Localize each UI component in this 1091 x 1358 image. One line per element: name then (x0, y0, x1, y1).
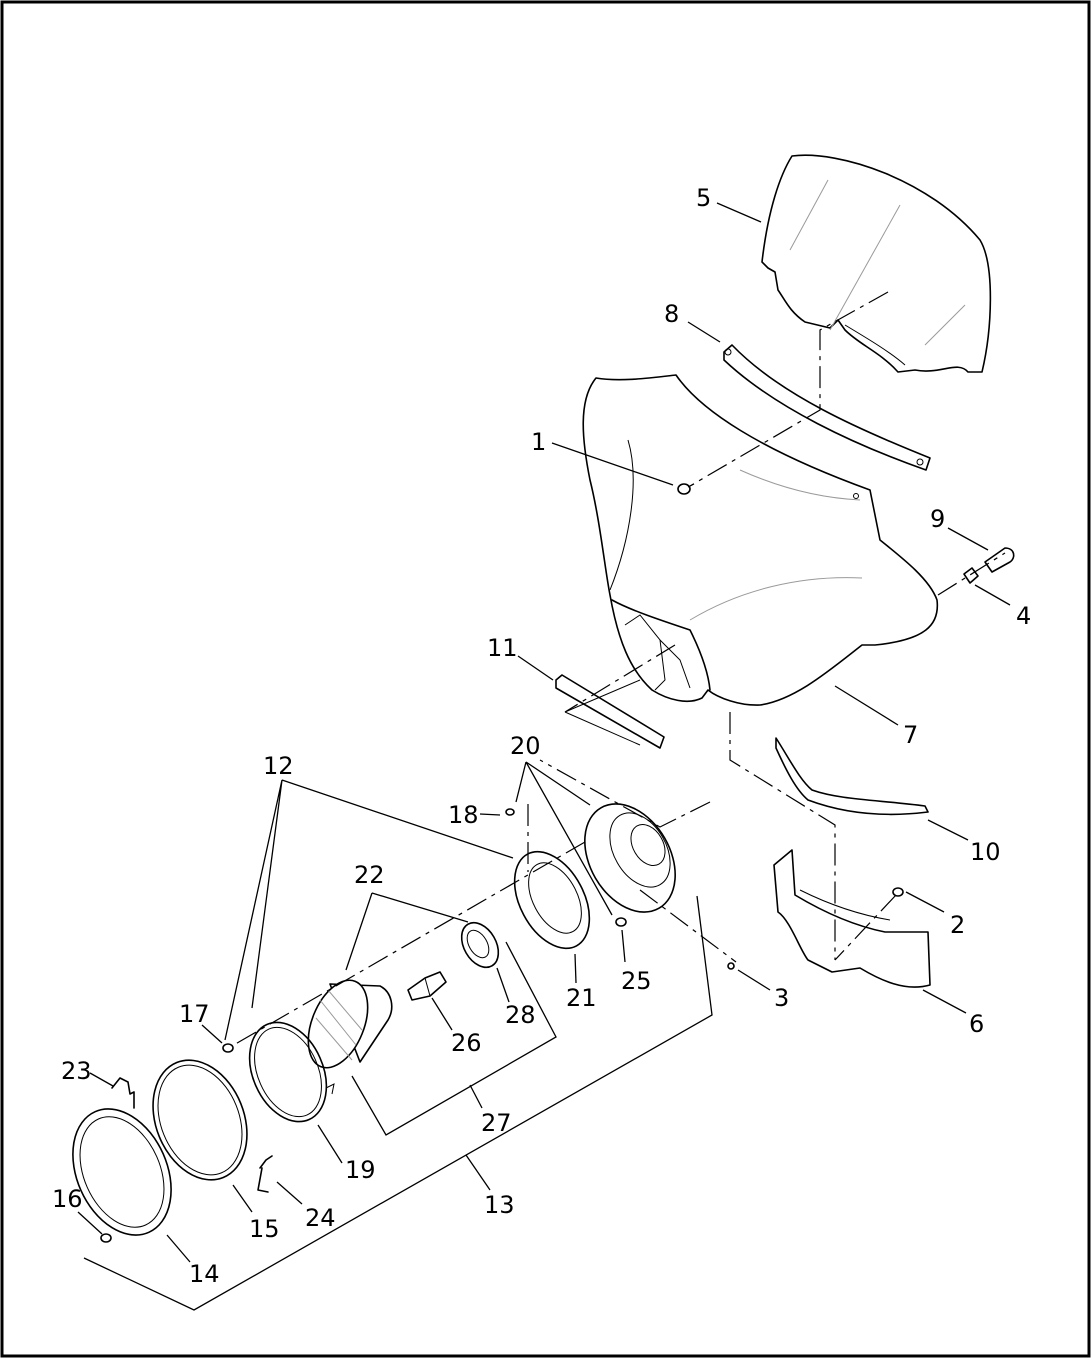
callout-23: 23 (61, 1057, 92, 1085)
trim-outline (564, 679, 641, 746)
callout-24: 24 (305, 1204, 336, 1232)
callout-12: 12 (263, 752, 294, 780)
screw-3 (727, 962, 735, 970)
callout-13: 13 (484, 1191, 515, 1219)
clip (111, 1077, 135, 1109)
seal-ring (152, 1059, 248, 1181)
callout-8: 8 (664, 300, 679, 328)
bulb (407, 971, 447, 1001)
callout-11: 11 (487, 634, 518, 662)
trim-strip (723, 344, 931, 471)
callout-14: 14 (189, 1260, 220, 1288)
windshield (761, 154, 992, 373)
bulb-boot (460, 921, 500, 969)
nut (963, 567, 979, 584)
mount-bracket (773, 849, 931, 988)
callout-25: 25 (621, 967, 652, 995)
callout-27: 27 (481, 1109, 512, 1137)
headlamp-housing (584, 803, 676, 913)
callout-16: 16 (52, 1185, 83, 1213)
callout-5: 5 (696, 184, 711, 212)
leader-lines (77, 202, 1011, 1311)
trim-ring (72, 1108, 172, 1236)
callout-3: 3 (774, 984, 789, 1012)
callout-22: 22 (354, 861, 385, 889)
callout-2: 2 (950, 911, 965, 939)
screw-2 (892, 887, 904, 897)
callout-19: 19 (345, 1156, 376, 1184)
callout-28: 28 (505, 1001, 536, 1029)
callout-10: 10 (970, 838, 1001, 866)
callout-6: 6 (969, 1010, 984, 1038)
screw-16 (100, 1233, 112, 1243)
sealed-beam-lamp (307, 979, 393, 1069)
callout-7: 7 (903, 721, 918, 749)
screw-18 (505, 808, 515, 816)
callout-20: 20 (510, 732, 541, 760)
callout-labels: 1 2 3 4 5 6 7 8 9 10 11 12 13 14 15 16 1… (52, 184, 1031, 1288)
bracket-rod (775, 737, 929, 816)
callout-18: 18 (448, 801, 479, 829)
callout-9: 9 (930, 505, 945, 533)
callout-26: 26 (451, 1029, 482, 1057)
knob (984, 547, 1015, 573)
callout-17: 17 (179, 1000, 210, 1028)
screw-25 (615, 917, 627, 927)
callout-4: 4 (1016, 602, 1031, 630)
retaining-ring (248, 1021, 335, 1123)
screw-17 (222, 1043, 234, 1053)
fairing (582, 374, 939, 706)
callout-1: 1 (531, 428, 546, 456)
lower-trim (555, 674, 665, 749)
callout-15: 15 (249, 1215, 280, 1243)
callout-21: 21 (566, 984, 597, 1012)
assembly-lines (231, 291, 1006, 1047)
spring (257, 1155, 273, 1193)
